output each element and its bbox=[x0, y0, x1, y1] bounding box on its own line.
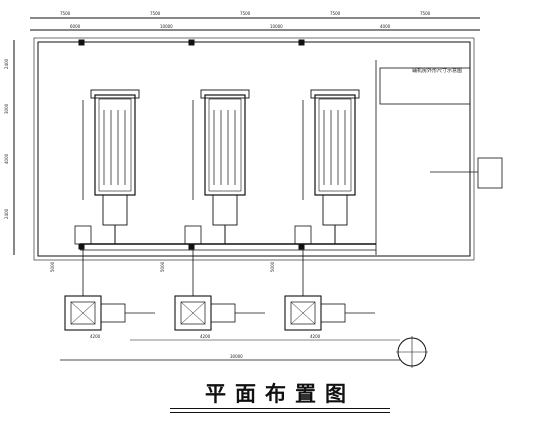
motor bbox=[210, 303, 236, 323]
dim-top-inner: 6000 bbox=[70, 24, 81, 29]
pump-inner bbox=[70, 301, 96, 325]
dim-bottom: 4200 bbox=[90, 334, 101, 339]
dim-top-inner: 4000 bbox=[380, 24, 391, 29]
column-marker bbox=[188, 39, 195, 46]
dim-left: 2400 bbox=[4, 208, 9, 219]
dim-bottom: 4200 bbox=[200, 334, 211, 339]
column-marker bbox=[78, 39, 85, 46]
column-marker bbox=[298, 39, 305, 46]
pump-inner bbox=[180, 301, 206, 325]
dim-top-outer: 7500 bbox=[240, 11, 251, 16]
boiler-header bbox=[90, 89, 140, 99]
drawing-title: 平面布置图 bbox=[205, 381, 355, 406]
burner-box bbox=[102, 194, 128, 226]
column-marker-bottom bbox=[188, 243, 195, 250]
dim-left: 2400 bbox=[4, 58, 9, 69]
dim-bottom: 4200 bbox=[310, 334, 321, 339]
dim-top-inner: 10000 bbox=[270, 24, 283, 29]
pump-cross-2 bbox=[290, 301, 316, 325]
unit-2 bbox=[174, 39, 265, 331]
column-marker-bottom bbox=[78, 243, 85, 250]
boiler-body bbox=[204, 94, 246, 196]
burner-box bbox=[212, 194, 238, 226]
title-underline-thin bbox=[170, 412, 390, 413]
boiler-inner bbox=[98, 98, 132, 192]
economizer bbox=[294, 225, 312, 245]
dim-top-outer: 7500 bbox=[330, 11, 341, 16]
economizer bbox=[184, 225, 202, 245]
boiler-header bbox=[310, 89, 360, 99]
pump-inner bbox=[290, 301, 316, 325]
economizer bbox=[74, 225, 92, 245]
boiler-body bbox=[314, 94, 356, 196]
boiler-inner bbox=[208, 98, 242, 192]
title-underline bbox=[170, 408, 390, 409]
dim-top-outer: 7500 bbox=[150, 11, 161, 16]
dim-pump-span: 5000 bbox=[160, 261, 165, 272]
burner-box bbox=[322, 194, 348, 226]
dim-pump-span: 5000 bbox=[270, 261, 275, 272]
unit-3 bbox=[284, 39, 375, 331]
unit-1 bbox=[64, 39, 155, 331]
boiler-inner bbox=[318, 98, 352, 192]
motor bbox=[320, 303, 346, 323]
pump-cross-2 bbox=[70, 301, 96, 325]
dim-left: 3000 bbox=[4, 103, 9, 114]
dim-left: 4000 bbox=[4, 153, 9, 164]
boiler-body bbox=[94, 94, 136, 196]
right-duct bbox=[477, 157, 503, 189]
boiler-header bbox=[200, 89, 250, 99]
aux-room bbox=[379, 67, 471, 105]
dim-top-outer: 7500 bbox=[420, 11, 431, 16]
column-marker-bottom bbox=[298, 243, 305, 250]
dim-bottom: 30000 bbox=[230, 354, 243, 359]
dim-top-inner: 10000 bbox=[160, 24, 173, 29]
dim-pump-span: 5000 bbox=[50, 261, 55, 272]
building-outline-outer bbox=[33, 37, 475, 261]
motor bbox=[100, 303, 126, 323]
dim-top-outer: 7500 bbox=[60, 11, 71, 16]
pump-cross-2 bbox=[180, 301, 206, 325]
equipment-room-label: 辅机房外形尺寸示意图 bbox=[412, 67, 462, 74]
building-outline bbox=[37, 41, 471, 257]
